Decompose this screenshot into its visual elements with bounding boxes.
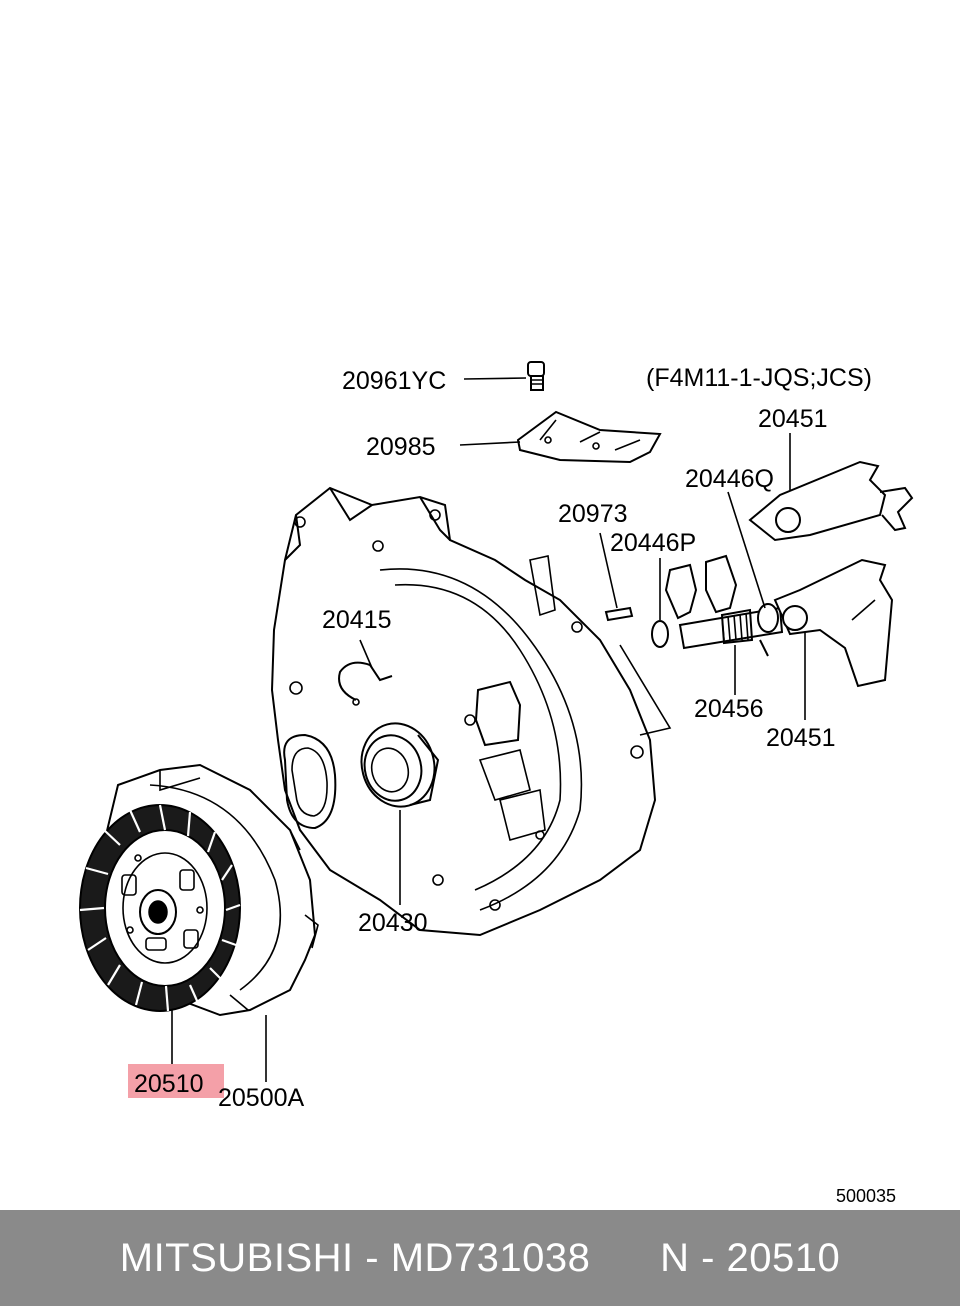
release-lever-upper-drawing [748, 460, 914, 542]
label-20961YC[interactable]: 20961YC [342, 367, 446, 395]
label-20451-top[interactable]: 20451 [758, 405, 828, 433]
part-number: MD731038 [390, 1235, 591, 1280]
label-20446P[interactable]: 20446P [610, 529, 696, 557]
pin-drawing [604, 606, 634, 622]
part-info-footer: MITSUBISHI - MD731038 N - 20510 [0, 1210, 960, 1306]
release-lever-lower-drawing [773, 558, 894, 688]
part-labels: (F4M11-1-JQS;JCS) 20961YC 20985 20451 20… [134, 364, 896, 1206]
footer-separator: - [353, 1235, 391, 1280]
label-20451-bottom[interactable]: 20451 [766, 724, 836, 752]
bracket-drawing [516, 410, 662, 464]
parts-diagram: (F4M11-1-JQS;JCS) 20961YC 20985 20451 20… [79, 361, 914, 1206]
label-20446Q[interactable]: 20446Q [685, 465, 774, 493]
label-20985[interactable]: 20985 [366, 433, 436, 461]
return-spring-drawing [720, 608, 769, 657]
selected-part-highlight [128, 1064, 224, 1098]
release-fork-shaft-drawing [651, 554, 784, 657]
label-20500A[interactable]: 20500A [218, 1084, 305, 1112]
label-20973[interactable]: 20973 [558, 500, 628, 528]
release-bearing-drawing [360, 722, 440, 808]
clutch-disc-drawing [79, 804, 241, 1012]
leader-lines [171, 377, 806, 1082]
label-20510[interactable]: 20510 [134, 1070, 204, 1098]
ref-number: 20510 [726, 1235, 841, 1280]
transmission-case-drawing [270, 486, 672, 937]
ref-prefix: N [660, 1235, 690, 1280]
label-20456[interactable]: 20456 [694, 695, 764, 723]
footer-gap [590, 1236, 660, 1281]
footer-separator-2: - [689, 1235, 727, 1280]
label-20430[interactable]: 20430 [358, 909, 428, 937]
drawing-number: 500035 [836, 1186, 896, 1206]
bolt-drawing [527, 361, 545, 391]
variant-label: (F4M11-1-JQS;JCS) [646, 364, 872, 392]
brand-name: MITSUBISHI [119, 1235, 354, 1280]
label-20415[interactable]: 20415 [322, 606, 392, 634]
